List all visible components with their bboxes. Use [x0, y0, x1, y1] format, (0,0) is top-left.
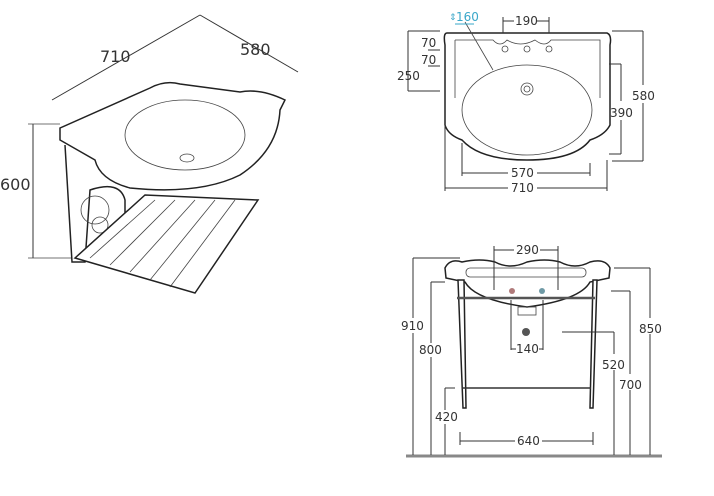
iso-height-label: 600: [0, 175, 31, 194]
drain-height-label: 520: [602, 358, 625, 372]
drain-icon: [179, 153, 195, 163]
bowl-outline: [124, 99, 246, 171]
plan-bowl: [461, 64, 593, 156]
front-tap-spacing-label: 290: [516, 243, 539, 257]
shelf-grate: [73, 194, 260, 294]
frame-height-label: 700: [619, 378, 642, 392]
right-leg: [589, 279, 598, 409]
rim-height-label: 800: [419, 343, 442, 357]
total-height-label: 910: [401, 319, 424, 333]
tap-offset-2-label: 70: [421, 53, 436, 67]
left-leg: [457, 279, 467, 409]
waste-outlet-icon: [522, 328, 530, 336]
tap-spacing-label: 190: [515, 14, 538, 28]
basin-shape: [59, 81, 287, 191]
leg-spacing-label: 640: [517, 434, 540, 448]
total-depth-label: 580: [632, 89, 655, 103]
bowl-length-label: 390: [610, 106, 633, 120]
bowl-width-label: 570: [511, 166, 534, 180]
wall-bracket: [64, 144, 126, 263]
shelf-height-label: 420: [435, 410, 458, 424]
tap-offset-1-label: 70: [421, 36, 436, 50]
hot-supply-icon: [509, 288, 515, 294]
depth-arrow-icon: ⇕: [449, 13, 457, 23]
depth-dimension-line: [199, 14, 299, 73]
tap-holes: [501, 45, 553, 96]
total-width-label: 710: [511, 181, 534, 195]
front-view: 290 910 800 420 640 140 520 700 850: [401, 243, 662, 458]
iso-depth-label: 580: [240, 40, 271, 59]
plan-basin-outline: [443, 32, 612, 161]
width-dimension-line: [51, 14, 201, 101]
isometric-view: 710 580 600: [0, 14, 299, 294]
overall-height-label: 850: [639, 322, 662, 336]
front-basin: [444, 259, 611, 308]
cold-supply-icon: [539, 288, 545, 294]
bowl-depth-label: 160: [456, 10, 479, 24]
drain-offset-label: 250: [397, 69, 420, 83]
supply-spacing-label: 140: [516, 342, 539, 356]
plan-view: ⇕ 160 190 70 70 250 580 390 570 710: [397, 10, 655, 195]
iso-width-label: 710: [100, 47, 131, 66]
